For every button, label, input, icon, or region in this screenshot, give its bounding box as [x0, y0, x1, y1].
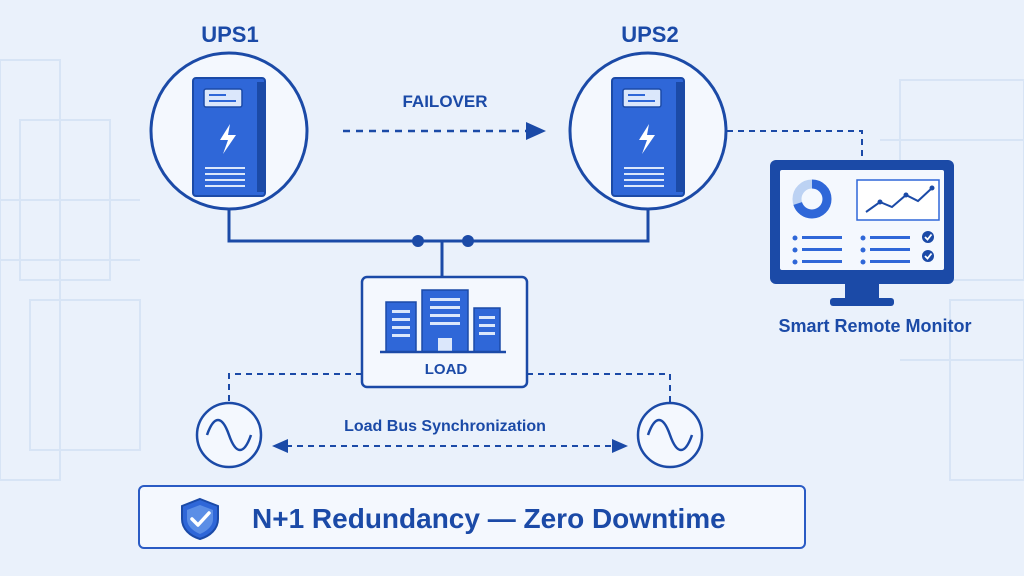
ups2-cabinet-icon: [611, 77, 685, 197]
ups2-node: [568, 51, 728, 211]
bus-node-right: [462, 235, 474, 247]
buildings-icon: [380, 289, 506, 354]
banner-text: N+1 Redundancy — Zero Downtime: [252, 503, 726, 534]
ups1-cabinet-icon: [192, 77, 266, 197]
ac-source-right-icon: [636, 401, 704, 469]
ups1-title: UPS1: [201, 22, 259, 47]
load-node: [360, 275, 529, 389]
power-bus: [227, 209, 650, 277]
ups1-node: [149, 51, 309, 211]
monitor-link: [727, 130, 863, 158]
redundancy-banner: N+1 Redundancy — Zero Downtime: [138, 485, 806, 549]
monitor-label: Smart Remote Monitor: [778, 316, 972, 336]
failover-label: FAILOVER: [402, 92, 488, 111]
sync-label: Load Bus Synchronization: [344, 418, 546, 435]
shield-check-icon: [181, 497, 219, 541]
sync-lines: [228, 373, 671, 404]
sync-arrow: [272, 439, 628, 453]
background-decoration: [0, 59, 1024, 481]
monitor-icon: [770, 160, 954, 306]
bus-node-left: [412, 235, 424, 247]
ac-source-left-icon: [195, 401, 263, 469]
failover-arrow: [343, 122, 546, 140]
load-label: LOAD: [424, 361, 468, 378]
ups2-title: UPS2: [621, 22, 679, 47]
